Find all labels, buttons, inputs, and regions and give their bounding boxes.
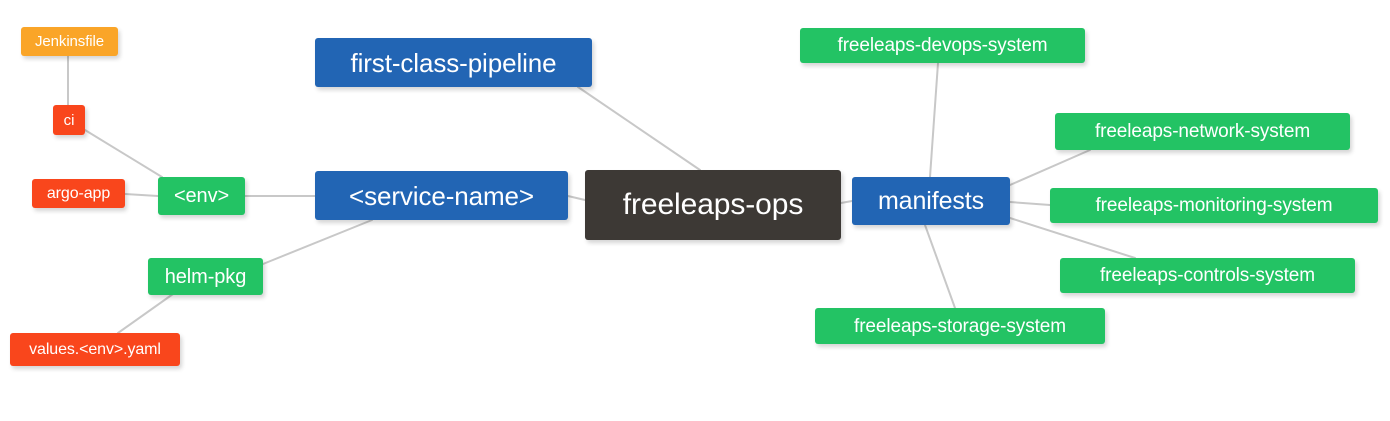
mindmap-node-helm-pkg[interactable]: helm-pkg [148, 258, 263, 295]
edge-argo-app-to-env [124, 193, 159, 197]
mindmap-node-first-class-pipeline[interactable]: first-class-pipeline [315, 38, 592, 87]
edge-service-name-to-helm-pkg [262, 219, 373, 265]
edge-service-name-to-freeleaps-ops [567, 195, 586, 201]
edge-manifests-to-freeleaps-network-system [1009, 149, 1091, 186]
edge-helm-pkg-to-values-env-yaml [117, 293, 174, 334]
edge-freeleaps-devops-system-to-manifests [929, 62, 939, 178]
mindmap-node-manifests[interactable]: manifests [852, 177, 1010, 225]
edge-first-class-pipeline-to-freeleaps-ops [577, 86, 701, 171]
mindmap-node-values-env-yaml[interactable]: values.<env>.yaml [10, 333, 180, 366]
mindmap-node-freeleaps-storage-system[interactable]: freeleaps-storage-system [815, 308, 1105, 344]
mindmap-node-freeleaps-ops[interactable]: freeleaps-ops [585, 170, 841, 240]
mindmap-node-ci[interactable]: ci [53, 105, 85, 135]
mindmap-node-freeleaps-devops-system[interactable]: freeleaps-devops-system [800, 28, 1085, 63]
mindmap-node-freeleaps-controls-system[interactable]: freeleaps-controls-system [1060, 258, 1355, 293]
mindmap-node-service-name[interactable]: <service-name> [315, 171, 568, 220]
mindmap-node-Jenkinsfile[interactable]: Jenkinsfile [21, 27, 118, 56]
edge-ci-to-env [84, 129, 163, 178]
mindmap-node-freeleaps-monitoring-system[interactable]: freeleaps-monitoring-system [1050, 188, 1378, 223]
edge-manifests-to-freeleaps-monitoring-system [1009, 201, 1051, 206]
edge-manifests-to-freeleaps-storage-system [924, 224, 956, 309]
edge-manifests-to-freeleaps-controls-system [1009, 217, 1136, 259]
mindmap-node-env[interactable]: <env> [158, 177, 245, 215]
mindmap-node-argo-app[interactable]: argo-app [32, 179, 125, 208]
edge-freeleaps-ops-to-manifests [840, 200, 853, 204]
mindmap-node-freeleaps-network-system[interactable]: freeleaps-network-system [1055, 113, 1350, 150]
